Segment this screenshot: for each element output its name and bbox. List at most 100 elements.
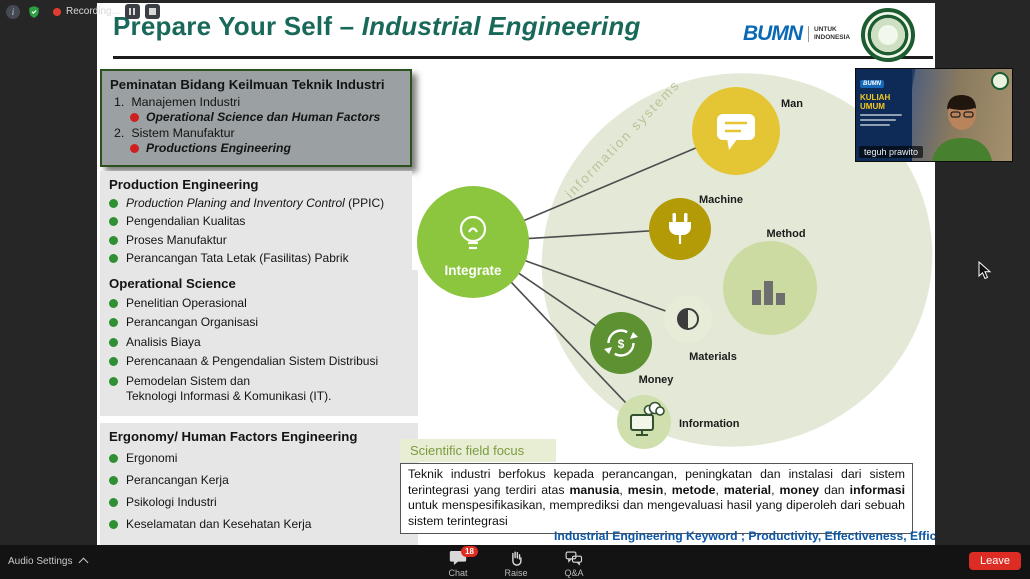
man-label: Man xyxy=(781,98,803,110)
production-engineering-box: Production Engineering Production Planin… xyxy=(100,171,412,278)
leave-button[interactable]: Leave xyxy=(969,552,1021,570)
green-bullet-icon xyxy=(109,454,118,463)
video-university-logo xyxy=(991,72,1009,90)
participant-video[interactable]: BUMN KULIAH UMUM teguh prawito xyxy=(855,68,1013,162)
stop-recording-button[interactable] xyxy=(144,4,160,19)
item-text: Keselamatan dan Kesehatan Kerja xyxy=(126,517,312,531)
item-text: Ergonomi xyxy=(126,451,178,465)
list-item: Production Planing and Inventory Control… xyxy=(109,196,403,211)
focus-bold-term: manusia xyxy=(569,482,620,497)
item-text: Perancangan Kerja xyxy=(126,473,229,487)
list-item: Keselamatan dan Kesehatan Kerja xyxy=(109,517,409,532)
green-bullet-icon xyxy=(109,337,118,347)
banner-title: KULIAH UMUM xyxy=(860,93,891,112)
item-text: Penelitian Operasional xyxy=(126,295,247,310)
ie-systems-diagram: information systems Man xyxy=(417,73,933,449)
raise-hand-icon xyxy=(512,551,522,566)
focus-bold-term: material xyxy=(723,482,772,497)
list-item: Proses Manufaktur xyxy=(109,233,403,248)
list-item: Perencanaan & Pengendalian Sistem Distri… xyxy=(109,354,409,369)
list-item: Ergonomi xyxy=(109,451,409,466)
recording-label: Recording... xyxy=(66,6,120,17)
audio-settings-button[interactable]: Audio Settings xyxy=(8,556,88,568)
focus-text: , xyxy=(715,482,724,497)
item-text: Pengendalian Kualitas xyxy=(126,214,246,228)
list-item: Analisis Biaya xyxy=(109,335,409,350)
green-bullet-icon xyxy=(109,476,118,485)
green-bullet-icon xyxy=(109,520,118,529)
item-text: Pemodelan Sistem dan Teknologi Informasi… xyxy=(126,373,332,403)
qa-label: Q&A xyxy=(564,568,584,578)
chat-button[interactable]: 18 Chat xyxy=(432,546,484,579)
item-text-italic: Production Planing and Inventory Control xyxy=(126,195,345,210)
qa-button[interactable]: Q&A xyxy=(548,547,600,579)
integrate-label: Integrate xyxy=(444,263,502,278)
materials-node: Materials xyxy=(664,295,737,363)
bumn-logo: BUMN UNTUK INDONESIA xyxy=(743,22,850,46)
bar-chart-icon xyxy=(752,281,785,305)
green-bullet-icon xyxy=(109,298,118,308)
focus-bold-term: money xyxy=(779,482,820,497)
pause-recording-button[interactable] xyxy=(124,4,140,19)
money-node: $ Money xyxy=(590,312,674,386)
focus-bold-term: informasi xyxy=(849,482,906,497)
svg-text:$: $ xyxy=(618,337,625,351)
monitor-cloud-icon xyxy=(630,401,665,436)
focus-text: , xyxy=(771,482,780,497)
money-label: Money xyxy=(639,374,675,386)
keyword-text: Industrial Engineering Keyword ; Product… xyxy=(554,529,935,543)
list-item: Perancangan Organisasi xyxy=(109,315,409,330)
video-background-banner: BUMN KULIAH UMUM xyxy=(856,69,912,161)
operational-title: Operational Science xyxy=(109,276,236,291)
red-bullet-icon xyxy=(130,112,139,122)
meeting-topbar: i Recording... xyxy=(6,4,160,19)
information-node: Information xyxy=(617,395,740,449)
production-title: Production Engineering xyxy=(109,177,259,192)
green-bullet-icon xyxy=(109,376,118,386)
focus-bold-term: metode xyxy=(671,482,716,497)
raise-hand-button[interactable]: Raise Hand xyxy=(490,547,542,579)
recording-dot-icon xyxy=(53,7,61,16)
meeting-info-icon[interactable]: i xyxy=(6,4,20,19)
list-item: Perancangan Kerja xyxy=(109,473,409,488)
focus-text: Teknik industri berfokus kepada perancan… xyxy=(408,467,905,497)
green-bullet-icon xyxy=(109,198,118,208)
mouse-cursor xyxy=(978,260,993,285)
lightbulb-icon xyxy=(459,215,487,250)
banner-text-decoration xyxy=(860,119,896,122)
item-text: Sistem Manufaktur xyxy=(131,126,235,140)
pause-icon-bar xyxy=(133,8,136,15)
list-item: Pemodelan Sistem dan Teknologi Informasi… xyxy=(109,374,409,404)
chevron-up-icon[interactable] xyxy=(78,557,88,568)
security-shield-icon[interactable] xyxy=(27,5,41,19)
item-text: Perencanaan & Pengendalian Sistem Distri… xyxy=(126,354,379,368)
item-text: Perancangan Tata Letak (Fasilitas) Pabri… xyxy=(126,251,349,265)
integrate-node: Integrate xyxy=(417,186,529,298)
peminatan-subitem-1: Operational Science dan Human Factors xyxy=(130,110,402,124)
list-item: Psikologi Industri xyxy=(109,495,409,510)
red-bullet-icon xyxy=(130,143,139,153)
participant-name: teguh prawito xyxy=(859,146,924,158)
item-text: Perancangan Organisasi xyxy=(126,315,259,329)
green-bullet-icon xyxy=(109,498,118,507)
list-item: Pengendalian Kualitas xyxy=(109,214,403,229)
chat-badge: 18 xyxy=(461,546,478,557)
focus-paragraph: Teknik industri berfokus kepada perancan… xyxy=(400,463,913,534)
peminatan-title: Peminatan Bidang Keilmuan Teknik Industr… xyxy=(110,77,385,92)
peminatan-box: Peminatan Bidang Keilmuan Teknik Industr… xyxy=(100,69,412,167)
machine-node: Machine xyxy=(649,194,743,260)
list-item: Penelitian Operasional xyxy=(109,296,409,311)
raise-hand-label: Raise Hand xyxy=(504,568,528,579)
item-number: 2. xyxy=(114,126,125,140)
focus-text: dan xyxy=(819,482,850,497)
peminatan-item-1: 1.Manajemen Industri xyxy=(114,95,402,109)
focus-text: , xyxy=(663,482,672,497)
currency-exchange-icon: $ xyxy=(604,329,638,357)
item-number: 1. xyxy=(114,95,125,109)
keyword-line: Industrial Engineering Keyword ; Product… xyxy=(549,529,935,543)
machine-label: Machine xyxy=(699,194,743,206)
scientific-field-focus-label: Scientific field focus xyxy=(400,439,556,462)
shared-slide: information systems Man xyxy=(97,3,935,545)
bumn-tagline: UNTUK INDONESIA xyxy=(808,25,850,43)
